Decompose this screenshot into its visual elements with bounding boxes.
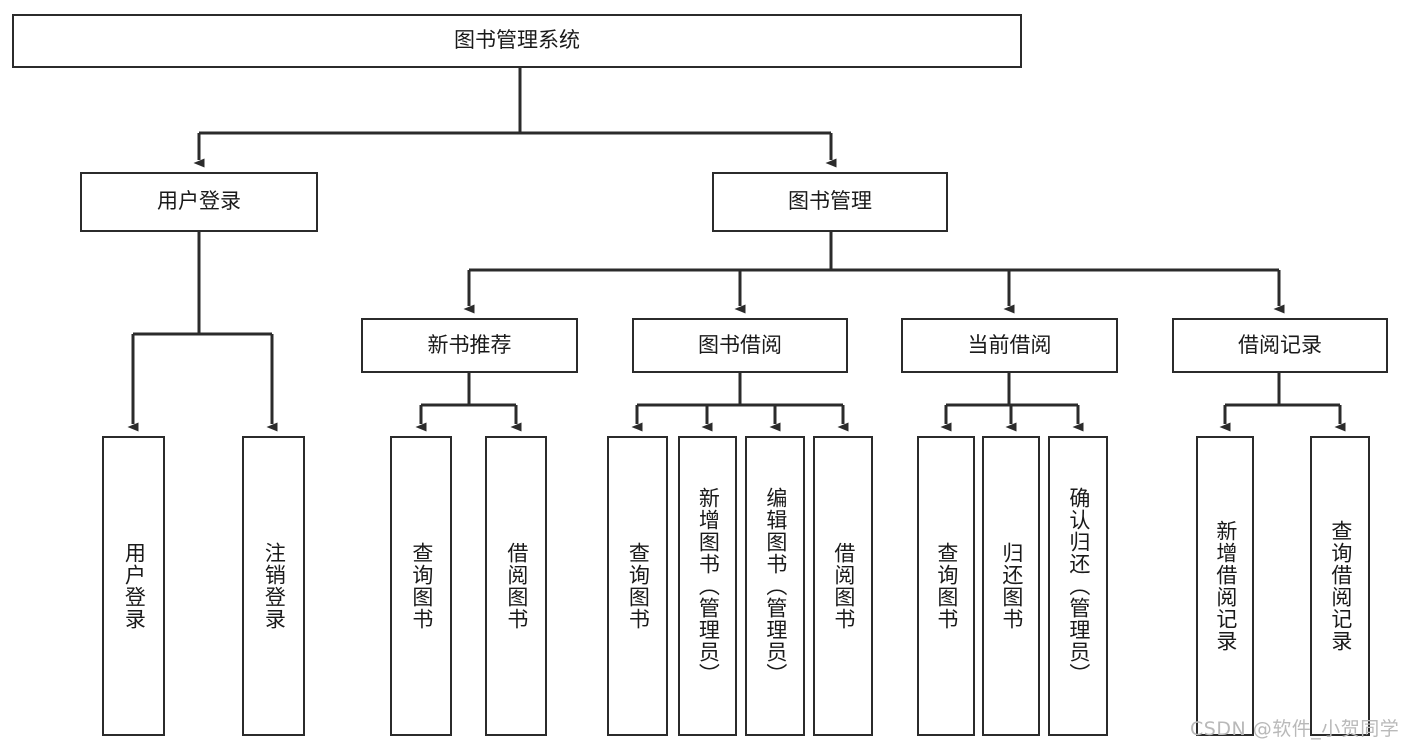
- leaf-add-record[interactable]: 新增借阅记录: [1196, 436, 1254, 736]
- leaf-edit-book-admin[interactable]: 编辑图书（管理员）: [745, 436, 805, 736]
- leaf-confirm-return-label: 确认归还（管理员）: [1066, 487, 1091, 685]
- leaf-user-login-label: 用户登录: [122, 542, 147, 630]
- leaf-borrow-book-2[interactable]: 借阅图书: [813, 436, 873, 736]
- leaf-return-book[interactable]: 归还图书: [982, 436, 1040, 736]
- node-book-borrow[interactable]: 图书借阅: [632, 318, 848, 373]
- leaf-borrow-book-2-label: 借阅图书: [831, 542, 856, 630]
- leaf-query-book-1[interactable]: 查询图书: [390, 436, 452, 736]
- leaf-borrow-book-1-label: 借阅图书: [504, 542, 529, 630]
- node-book-manage[interactable]: 图书管理: [712, 172, 948, 232]
- leaf-query-record[interactable]: 查询借阅记录: [1310, 436, 1370, 736]
- node-new-book-recommend-label: 新书推荐: [427, 332, 512, 357]
- node-user-login-label: 用户登录: [157, 189, 241, 214]
- leaf-logout-login[interactable]: 注销登录: [242, 436, 305, 736]
- node-book-manage-label: 图书管理: [788, 189, 872, 214]
- leaf-query-record-label: 查询借阅记录: [1328, 520, 1353, 652]
- node-current-borrow-label: 当前借阅: [967, 332, 1052, 357]
- leaf-add-book-admin[interactable]: 新增图书（管理员）: [678, 436, 737, 736]
- node-root-label: 图书管理系统: [454, 28, 580, 53]
- node-root[interactable]: 图书管理系统: [12, 14, 1022, 68]
- node-borrow-record-label: 借阅记录: [1238, 332, 1322, 357]
- node-borrow-record[interactable]: 借阅记录: [1172, 318, 1388, 373]
- node-new-book-recommend[interactable]: 新书推荐: [361, 318, 578, 373]
- leaf-logout-login-label: 注销登录: [262, 542, 287, 630]
- leaf-query-book-1-label: 查询图书: [409, 542, 434, 630]
- node-user-login[interactable]: 用户登录: [80, 172, 318, 232]
- leaf-add-book-admin-label: 新增图书（管理员）: [696, 487, 721, 685]
- leaf-confirm-return[interactable]: 确认归还（管理员）: [1048, 436, 1108, 736]
- leaf-query-book-2-label: 查询图书: [626, 542, 651, 630]
- leaf-borrow-book-1[interactable]: 借阅图书: [485, 436, 547, 736]
- leaf-add-record-label: 新增借阅记录: [1213, 520, 1238, 652]
- leaf-edit-book-admin-label: 编辑图书（管理员）: [763, 487, 788, 685]
- leaf-query-book-3[interactable]: 查询图书: [917, 436, 975, 736]
- csdn-watermark: CSDN @软件_小贺同学: [1190, 718, 1400, 740]
- leaf-query-book-3-label: 查询图书: [934, 542, 959, 630]
- node-book-borrow-label: 图书借阅: [698, 332, 782, 357]
- node-current-borrow[interactable]: 当前借阅: [901, 318, 1118, 373]
- leaf-query-book-2[interactable]: 查询图书: [607, 436, 668, 736]
- leaf-return-book-label: 归还图书: [999, 542, 1024, 630]
- leaf-user-login[interactable]: 用户登录: [102, 436, 165, 736]
